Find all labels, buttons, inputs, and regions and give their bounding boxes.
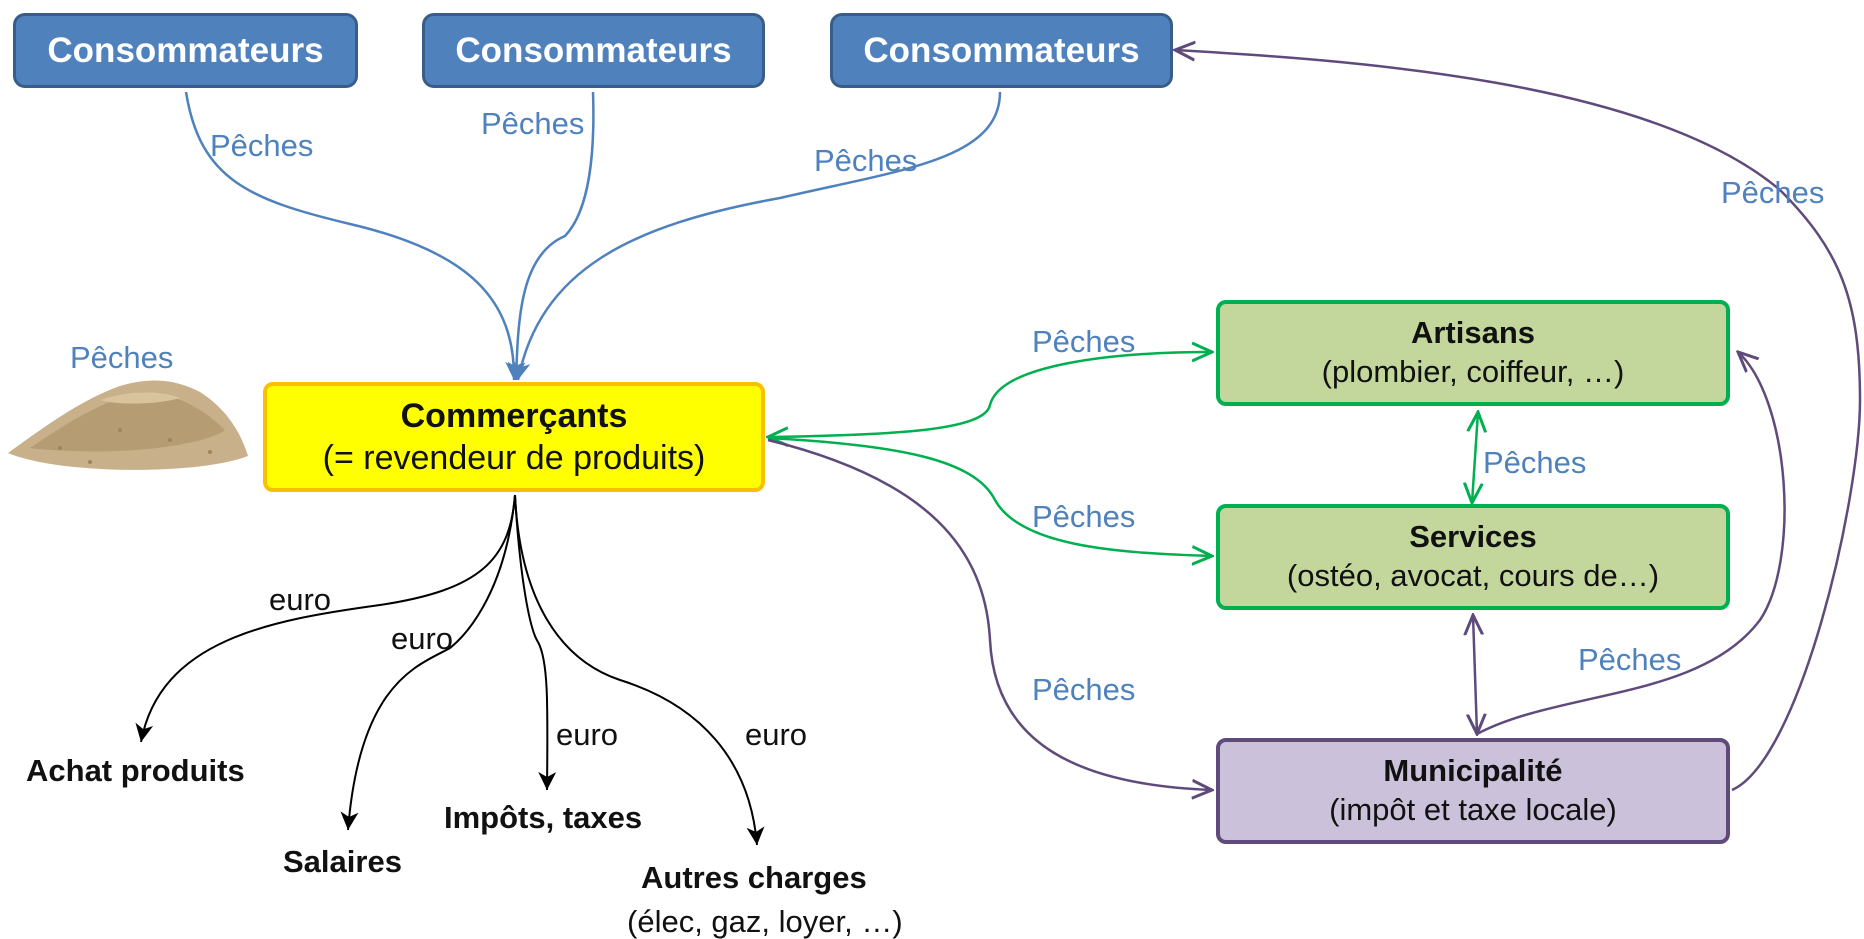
flow-arrow-services-municipalite	[1473, 615, 1477, 734]
commercants-box: Commerçants (= revendeur de produits)	[263, 382, 765, 492]
flow-label-services: Pêches	[1032, 499, 1136, 534]
flow-arrow-salaires	[340, 494, 516, 831]
flow-label-consumer2: Pêches	[481, 106, 585, 141]
consumer-label-1: Consommateurs	[47, 30, 324, 70]
flow-label-outer: Pêches	[1721, 175, 1825, 210]
euro-label-autres: euro	[745, 717, 808, 752]
artisans-title: Artisans	[1410, 315, 1536, 351]
euro-label-salaires: euro	[391, 621, 454, 656]
services-box: Services (ostéo, avocat, cours de…)	[1216, 504, 1730, 610]
municipalite-box: Municipalité (impôt et taxe locale)	[1216, 738, 1730, 844]
output-impots-taxes: Impôts, taxes	[444, 800, 643, 835]
flow-arrow-artisans	[768, 352, 1212, 437]
consumer-box-1: Consommateurs	[13, 13, 358, 88]
flow-arrow-impots	[514, 494, 557, 791]
euro-label-impots: euro	[556, 717, 619, 752]
consumer-label-2: Consommateurs	[455, 30, 732, 70]
flow-arrow-consumer1	[184, 91, 524, 381]
consumer-label-3: Consommateurs	[863, 30, 1140, 70]
flow-label-consumer3: Pêches	[814, 143, 918, 178]
flow-label-services-municipalite: Pêches	[1578, 642, 1682, 677]
municipalite-title: Municipalité	[1383, 753, 1563, 789]
municipalite-subtitle: (impôt et taxe locale)	[1329, 792, 1617, 827]
flow-arrow-municipalite	[767, 438, 1212, 790]
consumer-box-2: Consommateurs	[422, 13, 765, 88]
output-salaires: Salaires	[283, 844, 402, 879]
flow-arrow-services	[767, 436, 1212, 556]
flow-arrow-autres	[514, 494, 765, 846]
output-autres-charges: Autres charges	[641, 860, 867, 895]
services-subtitle: (ostéo, avocat, cours de…)	[1286, 558, 1660, 593]
commercants-title: Commerçants	[400, 396, 628, 435]
sand-pile-image	[8, 380, 248, 470]
sand-label: Pêches	[70, 340, 174, 375]
flow-arrow-municipalite-artisans	[1476, 352, 1786, 736]
artisans-box: Artisans (plombier, coiffeur, …)	[1216, 300, 1730, 406]
output-achat-produits: Achat produits	[26, 753, 245, 788]
artisans-subtitle: (plombier, coiffeur, …)	[1321, 354, 1625, 389]
flow-label-artisans-services: Pêches	[1483, 445, 1587, 480]
output-autres-charges-detail: (élec, gaz, loyer, …)	[627, 904, 903, 939]
consumer-box-3: Consommateurs	[830, 13, 1173, 88]
services-title: Services	[1409, 519, 1537, 555]
flow-arrow-consumer3	[512, 91, 1002, 381]
flow-arrow-achat	[135, 494, 516, 743]
flow-arrow-artisans-services	[1472, 412, 1478, 503]
flow-label-consumer1: Pêches	[210, 128, 314, 163]
flow-arrow-consumer2	[507, 91, 595, 381]
commercants-subtitle: (= revendeur de produits)	[322, 439, 706, 477]
flow-label-municipalite: Pêches	[1032, 672, 1136, 707]
flow-arrow-municipalite-consumer3	[1175, 50, 1862, 792]
euro-label-achat: euro	[269, 582, 332, 617]
flow-label-artisans: Pêches	[1032, 324, 1136, 359]
